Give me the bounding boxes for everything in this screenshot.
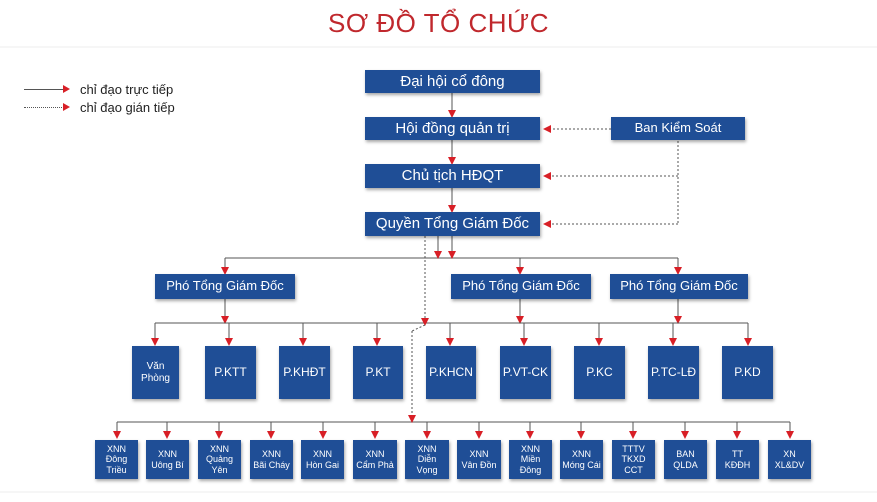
unit-box: XNN Hòn Gai [301,440,344,479]
unit-box: XNN Cẩm Phả [353,440,397,479]
unit-box: XNN Diễn Vọng [405,440,449,479]
department-box: P.KHĐT [279,346,330,399]
department-box: P.KD [722,346,773,399]
unit-box: XNN Đông Triều [95,440,138,479]
legend-direct: chỉ đạo trực tiếp [24,82,173,97]
unit-box: XNN Bãi Cháy [250,440,293,479]
unit-box: XNN Móng Cái [560,440,603,479]
unit-box: XNN Vân Đồn [457,440,501,479]
unit-box: XN XL&DV [768,440,811,479]
deputy-box: Phó Tổng Giám Đốc [155,274,295,299]
department-box: P.KTT [205,346,256,399]
ceo-box: Quyền Tổng Giám Đốc [365,212,540,236]
deputy-box: Phó Tổng Giám Đốc [451,274,591,299]
chairman-box: Chủ tịch HĐQT [365,164,540,188]
department-box: P.KHCN [426,346,476,399]
legend-indirect: chỉ đạo gián tiếp [24,100,175,115]
unit-box: TTTV TKXD CCT [612,440,655,479]
dotted-arrow-icon [24,103,70,111]
department-box: Văn Phòng [132,346,179,399]
unit-box: XNN Miền Đông [509,440,552,479]
solid-arrow-icon [24,85,70,93]
unit-box: BAN QLDA [664,440,707,479]
legend-direct-label: chỉ đạo trực tiếp [80,82,174,97]
department-box: P.TC-LĐ [648,346,699,399]
deputy-box: Phó Tổng Giám Đốc [610,274,748,299]
unit-box: TT KĐĐH [716,440,759,479]
department-box: P.VT-CK [500,346,551,399]
legend-indirect-label: chỉ đạo gián tiếp [80,100,175,115]
department-box: P.KT [353,346,403,399]
page-title: SƠ ĐỒ TỔ CHỨC [328,8,549,38]
unit-box: XNN Uông Bí [146,440,189,479]
department-box: P.KC [574,346,625,399]
board-box: Hội đồng quản trị [365,117,540,140]
unit-box: XNN Quảng Yên [198,440,241,479]
supervisory-board-box: Ban Kiểm Soát [611,117,745,140]
general-meeting-box: Đại hội cổ đông [365,70,540,93]
